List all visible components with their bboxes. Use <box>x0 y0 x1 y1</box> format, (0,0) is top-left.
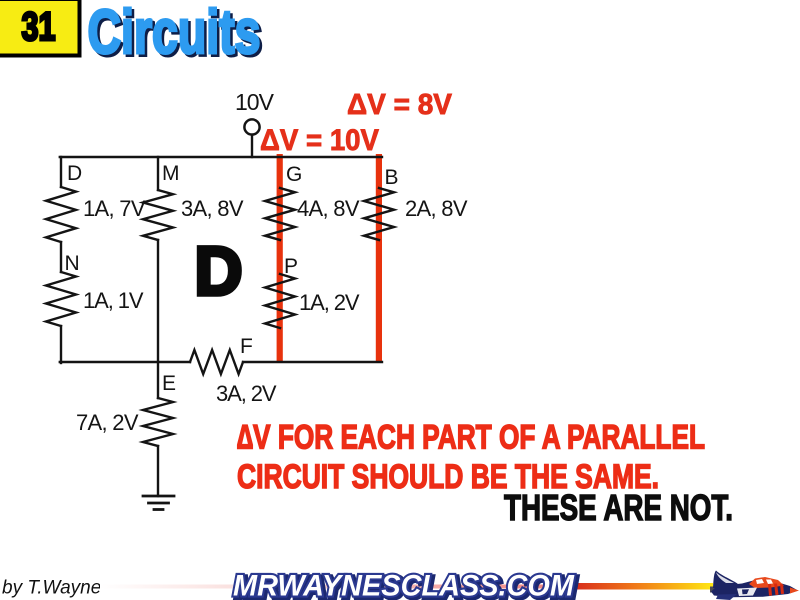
svg-text:7A, 2V: 7A, 2V <box>76 410 139 435</box>
svg-text:G: G <box>286 163 302 186</box>
svg-text:P: P <box>284 255 298 278</box>
svg-text:E: E <box>162 372 176 395</box>
svg-text:ΔV = 8V: ΔV = 8V <box>347 89 453 121</box>
svg-text:1A, 2V: 1A, 2V <box>299 290 360 315</box>
svg-text:1A, 7V: 1A, 7V <box>83 196 146 221</box>
svg-text:Circuits: Circuits <box>90 1 263 70</box>
svg-text:MRWAYNESCLASS.COM: MRWAYNESCLASS.COM <box>233 570 575 600</box>
svg-text:3A, 8V: 3A, 8V <box>181 196 244 221</box>
svg-text:2A, 8V: 2A, 8V <box>405 196 468 221</box>
svg-text:MRWAYNESCLASS.COM: MRWAYNESCLASS.COM <box>236 572 578 600</box>
svg-text:CIRCUIT SHOULD BE THE SAME.: CIRCUIT SHOULD BE THE SAME. <box>237 458 659 496</box>
svg-text:by T.Wayne: by T.Wayne <box>2 578 101 599</box>
svg-text:31: 31 <box>22 5 56 49</box>
svg-text:THESE ARE NOT.: THESE ARE NOT. <box>504 487 733 528</box>
svg-text:10V: 10V <box>235 89 275 115</box>
svg-text:M: M <box>162 162 179 185</box>
svg-text:4A, 8V: 4A, 8V <box>297 196 360 221</box>
svg-text:1A, 1V: 1A, 1V <box>83 288 144 313</box>
svg-text:Circuits: Circuits <box>88 0 261 67</box>
svg-text:∆V FOR EACH PART OF A PARALLEL: ∆V FOR EACH PART OF A PARALLEL <box>237 419 705 457</box>
svg-text:D: D <box>195 233 243 310</box>
svg-text:N: N <box>65 252 80 275</box>
svg-text:3A, 2V: 3A, 2V <box>216 381 277 406</box>
svg-text:D: D <box>67 162 82 185</box>
svg-text:F: F <box>240 335 252 358</box>
svg-text:ΔV = 10V: ΔV = 10V <box>260 124 379 157</box>
svg-text:B: B <box>385 166 399 189</box>
